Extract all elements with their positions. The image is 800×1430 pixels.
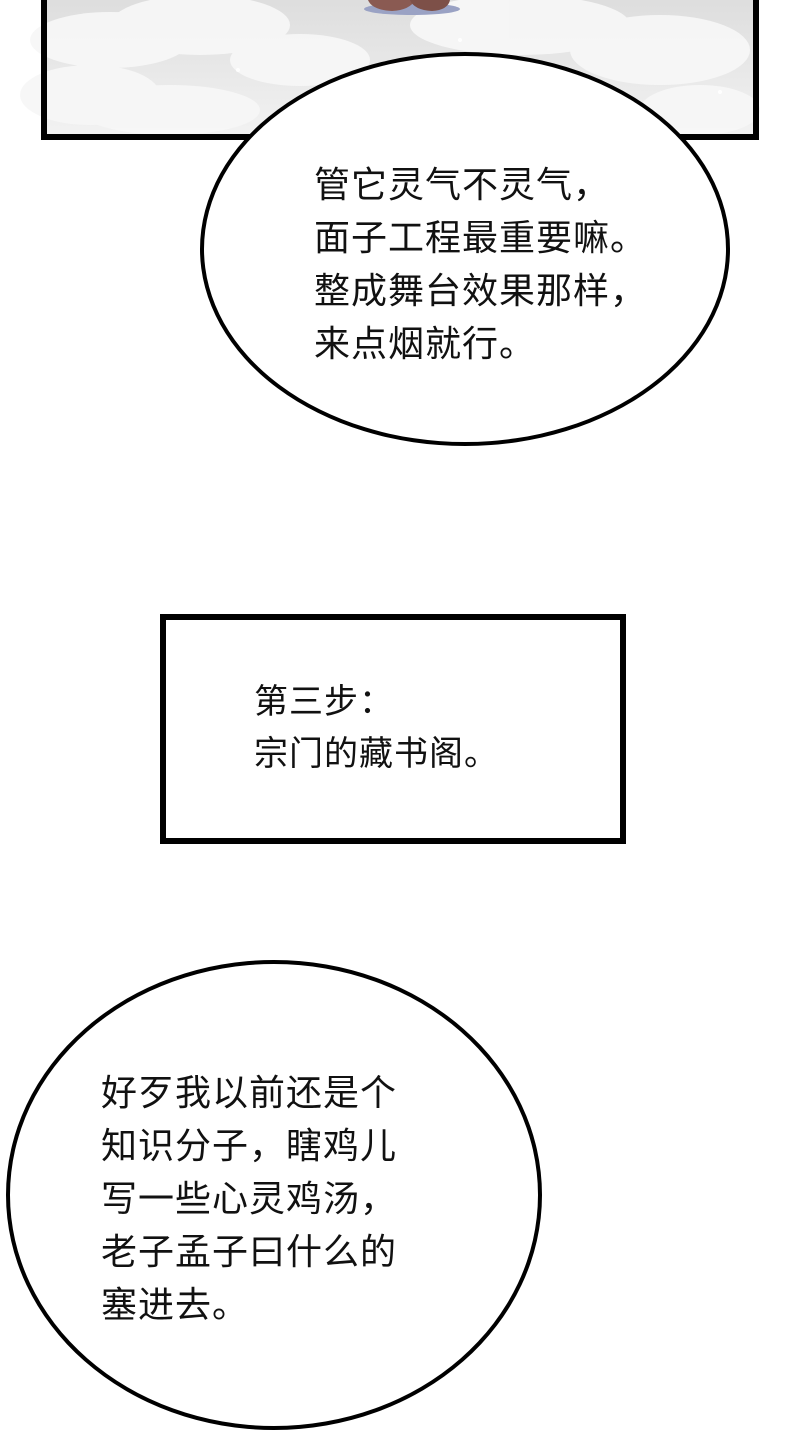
- caption-line-1: 第三步：: [254, 682, 394, 722]
- speech-bubble-2-line-3: 写一些心灵鸡汤，: [101, 1179, 398, 1220]
- narration-caption-box: [160, 614, 626, 844]
- speech-bubble-1-line-1: 管它灵气不灵气，: [314, 165, 611, 206]
- speech-bubble-1-line-4: 来点烟就行。: [314, 324, 537, 365]
- speech-bubble-2-line-1: 好歹我以前还是个: [101, 1073, 398, 1114]
- speech-bubble-1: [200, 52, 730, 446]
- speech-bubble-2-line-5: 塞进去。: [101, 1285, 250, 1326]
- speech-bubble-1-line-2: 面子工程最重要嘛。: [314, 218, 648, 259]
- speech-bubble-2-line-4: 老子孟子曰什么的: [101, 1232, 398, 1273]
- speech-bubble-1-line-3: 整成舞台效果那样，: [314, 271, 648, 312]
- sky-cloud-panel: [20, 0, 760, 140]
- character-feet-illustration: [364, 0, 460, 15]
- speech-bubble-2-line-2: 知识分子，瞎鸡儿: [101, 1126, 398, 1167]
- caption-line-2: 宗门的藏书阁。: [254, 734, 499, 774]
